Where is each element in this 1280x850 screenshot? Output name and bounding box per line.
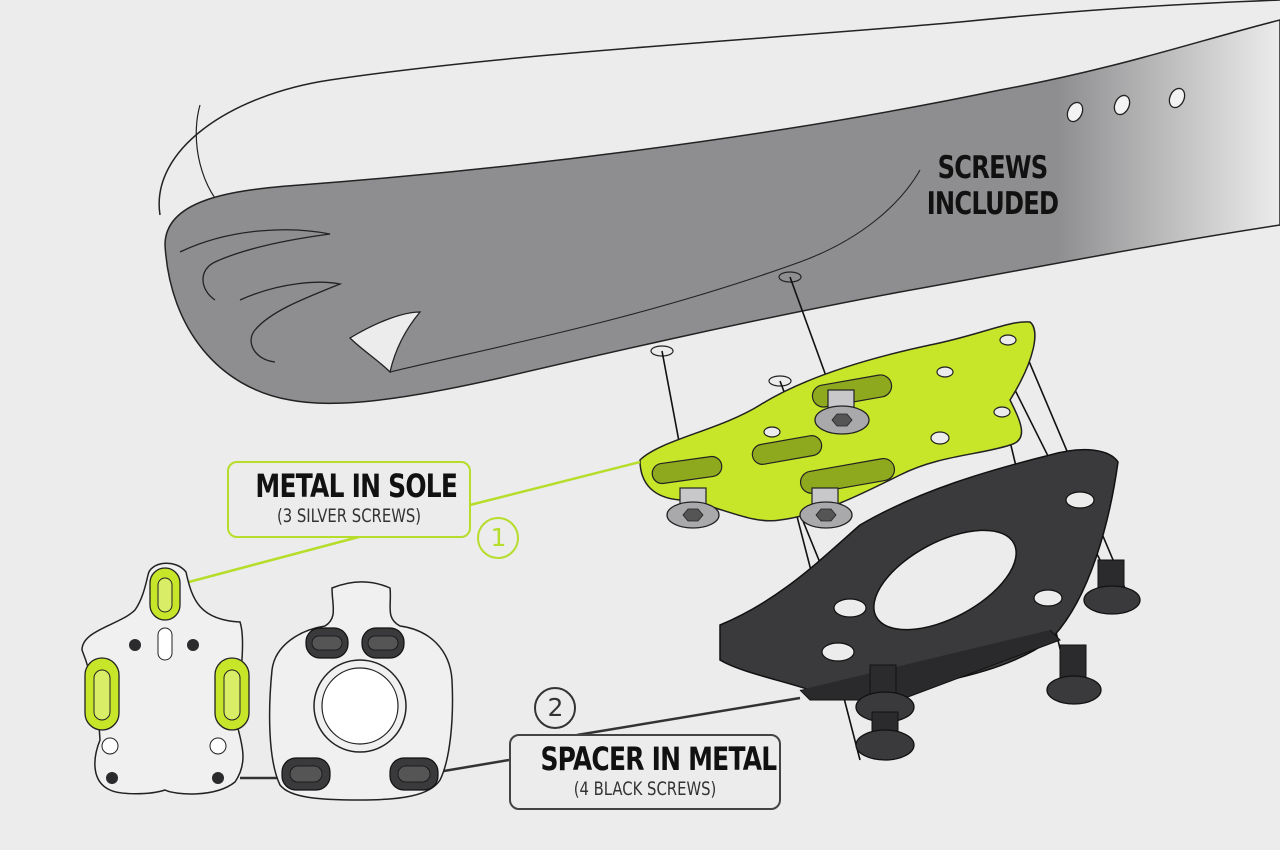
black-screw-icon [1046,644,1102,705]
callout-spacer-in-metal: SPACER IN METAL (4 BLACK SCREWS) [509,734,781,810]
screws-included-heading: SCREWS INCLUDED [920,150,1064,222]
callout-2-title: SPACER IN METAL [540,740,777,778]
silver-screw-icon [799,487,853,529]
leader-line-metal-cleat [184,532,371,585]
callout-1-subtitle: (3 SILVER SCREWS) [276,505,422,527]
silver-screw-icon [814,389,870,435]
spacer-cleat-icon [268,581,454,801]
spacer-icon [719,448,1119,701]
callout-1-title: METAL IN SOLE [255,467,458,505]
screws-included-line2: INCLUDED [926,186,1059,222]
callout-metal-in-sole: METAL IN SOLE (3 SILVER SCREWS) [227,461,471,538]
shoe-sole-icon [164,19,1280,405]
callout-1-number-badge: 1 [477,517,519,559]
black-screw-icon [855,711,915,761]
leader-line-spacer-cleat [431,758,510,775]
cleat-icon [81,562,250,795]
leader-line-spacer [576,696,801,737]
black-screw-icon [1083,559,1141,615]
screws-included-line1: SCREWS [937,150,1048,186]
callout-2-subtitle: (4 BLACK SCREWS) [573,778,717,800]
callout-2-number-badge: 2 [534,687,576,729]
silver-screw-icon [666,487,720,529]
leader-line-metal [465,460,641,508]
